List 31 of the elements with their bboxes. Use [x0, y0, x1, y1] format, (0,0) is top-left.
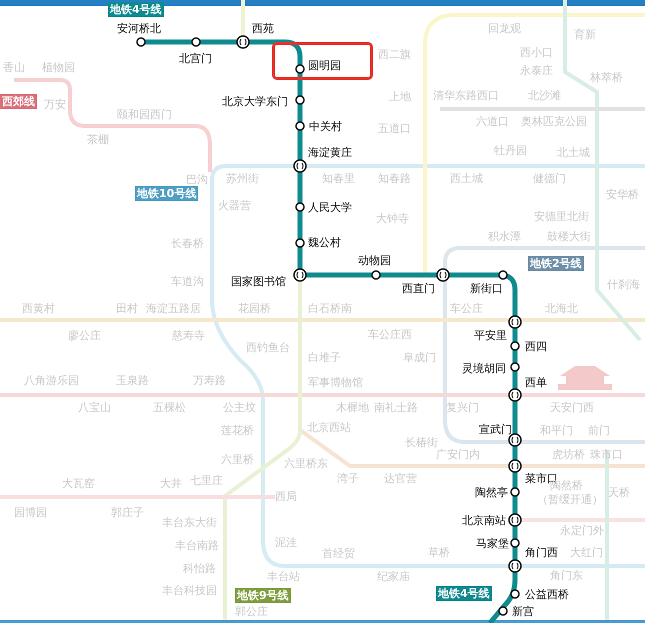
line-badge: 地铁10号线: [135, 186, 198, 201]
station-name: 海淀黄庄: [308, 146, 352, 159]
line-badge: 地铁4号线: [436, 586, 492, 601]
station-name: 西单: [525, 376, 547, 389]
station-name: 动物园: [358, 254, 391, 267]
station-name: 国家图书馆: [231, 275, 286, 288]
station-name: 新街口: [470, 282, 503, 295]
station-name: 中关村: [309, 120, 342, 133]
station-name: 宣武门: [479, 423, 512, 436]
station-name: 西四: [525, 340, 547, 353]
station-name: 北京南站: [462, 514, 506, 527]
line-badge: 地铁4号线: [108, 2, 164, 17]
highlight-frame: [272, 42, 373, 80]
station-name: 角门西: [525, 546, 558, 559]
station-name: 西直门: [402, 282, 435, 295]
station-name: 魏公村: [308, 236, 341, 249]
station-name: 平安里: [474, 329, 507, 342]
station-name: 人民大学: [308, 201, 352, 214]
station-name: 北京大学东门: [222, 95, 288, 108]
station-name: 圆明园: [308, 59, 341, 72]
station-name: 安河桥北: [117, 22, 161, 35]
station-name: 北宫门: [179, 52, 212, 65]
station-name: 灵境胡同: [462, 362, 506, 375]
station-name: 马家堡: [476, 537, 509, 550]
station-name: 西苑: [252, 22, 274, 35]
line-badge: 地铁2号线: [528, 256, 584, 271]
station-name: 新宫: [512, 605, 534, 618]
station-name: 公益西桥: [525, 588, 569, 601]
line-badge: 地铁9号线: [235, 588, 291, 603]
line-badge: 西郊线: [0, 94, 37, 109]
station-name: 陶然亭: [475, 486, 508, 499]
